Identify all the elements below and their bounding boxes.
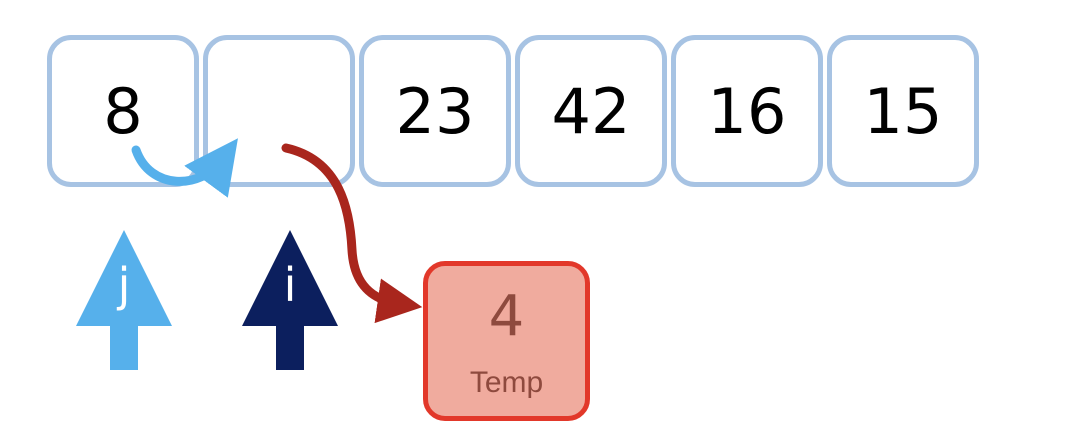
pointer-j: j [76,230,172,370]
array-cell-3: 42 [515,35,667,187]
cell-value: 16 [707,74,787,148]
move-arrow-icon [131,138,238,198]
pointer-i: i [242,230,338,370]
up-arrow-icon [76,230,172,370]
pointer-j-label: j [117,258,131,312]
cell-value: 8 [103,74,143,148]
up-arrow-icon [242,230,338,370]
array-cell-2: 23 [359,35,511,187]
pointer-i-label: i [283,258,297,312]
cell-value: 42 [551,74,631,148]
cell-value: 23 [395,74,475,148]
temp-label: Temp [469,366,544,399]
to-temp-arrow-icon [281,143,423,324]
cell-value: 15 [863,74,943,148]
array: 8 23 42 16 15 [47,35,979,187]
temp-box: 4 Temp [423,261,590,421]
array-cell-4: 16 [671,35,823,187]
array-cell-5: 15 [827,35,979,187]
array-cell-0: 8 [47,35,199,187]
temp-value: 4 [488,284,525,349]
